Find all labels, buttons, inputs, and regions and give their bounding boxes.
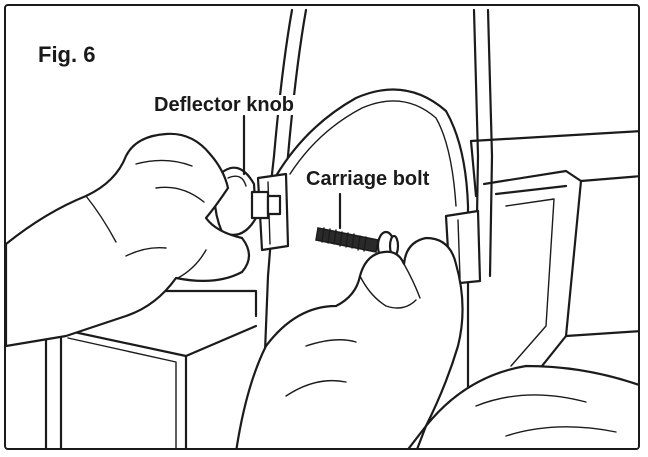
right-hand-drawing (235, 236, 464, 448)
carriage-bolt-label: Carriage bolt (304, 168, 432, 190)
figure-frame: Fig. 6 Deflector knob Carriage bolt (4, 4, 640, 450)
deflector-knob-label: Deflector knob (152, 94, 297, 116)
housing-box (469, 130, 638, 388)
leader-lines (242, 114, 342, 230)
carriage-bolt-drawing (315, 227, 400, 262)
left-hand-drawing (6, 132, 251, 348)
figure-title: Fig. 6 (36, 42, 98, 67)
sleeve-drawing (416, 364, 638, 448)
line-art-drawing (6, 8, 638, 448)
